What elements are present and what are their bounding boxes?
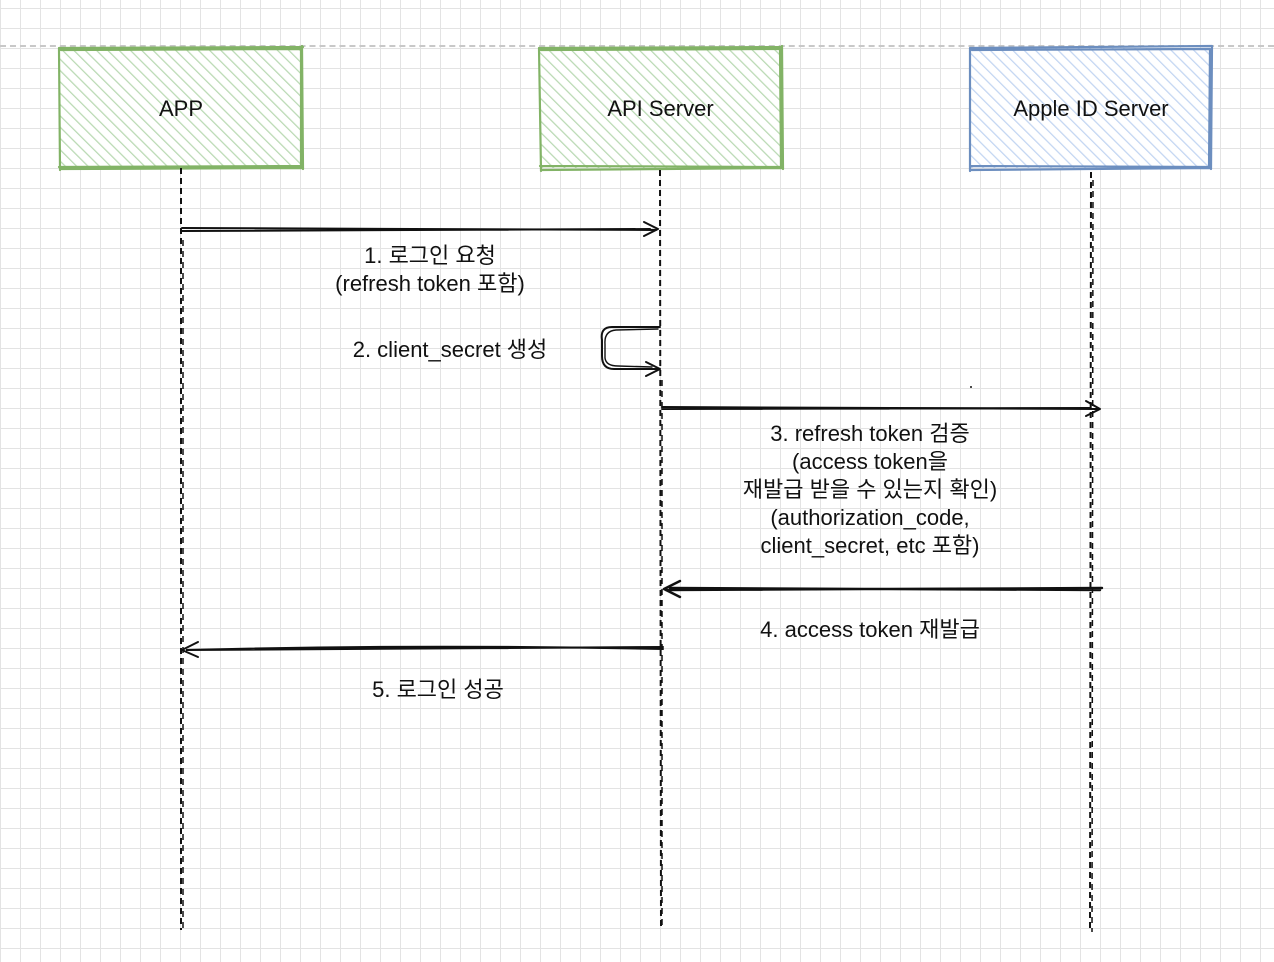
message-label-line: (refresh token 포함) <box>335 271 525 296</box>
message-label-line: (authorization_code, <box>770 505 970 530</box>
message-label-refresh-token-verify: 3. refresh token 검증 (access token을 재발급 받… <box>720 420 1020 560</box>
message-label-line: 2. client_secret 생성 <box>352 337 548 362</box>
lifeline-api-server <box>659 169 663 931</box>
arrow-client-secret-self-call <box>600 326 661 377</box>
participant-label-apple-id-server: Apple ID Server <box>1013 96 1169 121</box>
lifeline-apple-id-server <box>1089 171 1094 933</box>
arrow-login-request <box>181 221 659 237</box>
participant-label-api-server: API Server <box>607 96 714 121</box>
arrow-access-token-reissue <box>662 579 1104 599</box>
lifeline-app <box>180 168 184 930</box>
message-label-line: 5. 로그인 성공 <box>372 677 504 702</box>
participant-box-app[interactable] <box>57 44 305 172</box>
participant-box-api-server[interactable] <box>537 44 785 173</box>
message-label-line: 3. refresh token 검증 <box>770 421 970 446</box>
participant-box-apple-id-server[interactable] <box>968 44 1214 173</box>
page-boundary <box>0 45 1274 47</box>
message-label-client-secret: 2. client_secret 생성 <box>330 336 570 364</box>
arrow-login-success <box>181 641 664 658</box>
message-label-line: 1. 로그인 요청 <box>364 243 496 268</box>
message-label-access-token-reissue: 4. access token 재발급 <box>730 616 1010 644</box>
participant-label-app: APP <box>158 96 204 121</box>
arrow-refresh-token-verify <box>661 400 1101 417</box>
message-label-login-success: 5. 로그인 성공 <box>338 676 538 704</box>
message-label-line: client_secret, etc 포함) <box>760 533 980 558</box>
message-label-login-request: 1. 로그인 요청 (refresh token 포함) <box>300 242 560 298</box>
message-label-line: (access token을 <box>792 449 948 474</box>
message-label-line: 재발급 받을 수 있는지 확인) <box>742 477 998 502</box>
stray-dot <box>970 386 972 388</box>
message-label-line: 4. access token 재발급 <box>760 617 980 642</box>
